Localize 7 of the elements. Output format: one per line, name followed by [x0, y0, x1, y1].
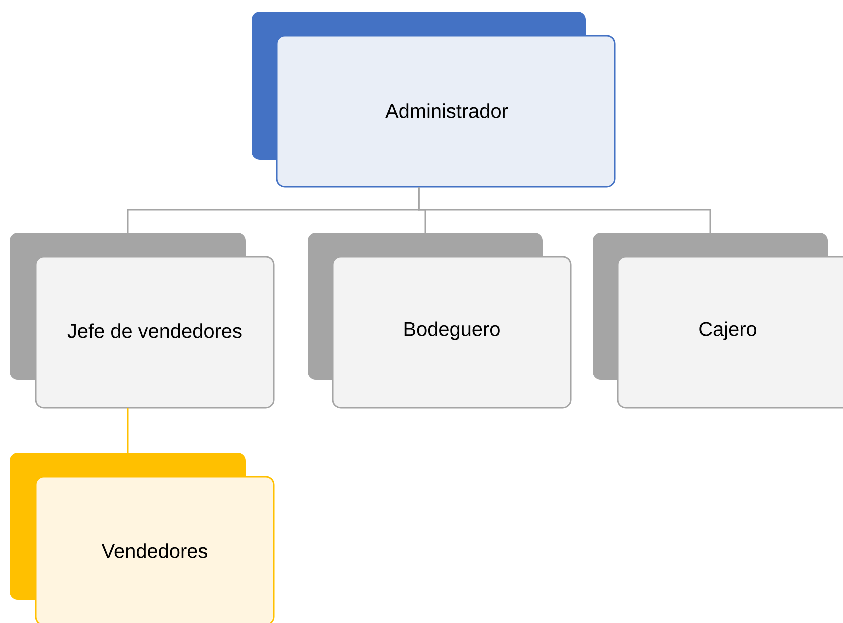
org-box: Administrador: [252, 12, 616, 188]
connector-line: [418, 187, 712, 233]
connector-line: [127, 408, 129, 453]
org-box: Vendedores: [10, 453, 275, 623]
org-box: Jefe de vendedores: [10, 233, 275, 409]
org-box: Cajero: [593, 233, 843, 409]
org-box: Bodeguero: [308, 233, 572, 409]
